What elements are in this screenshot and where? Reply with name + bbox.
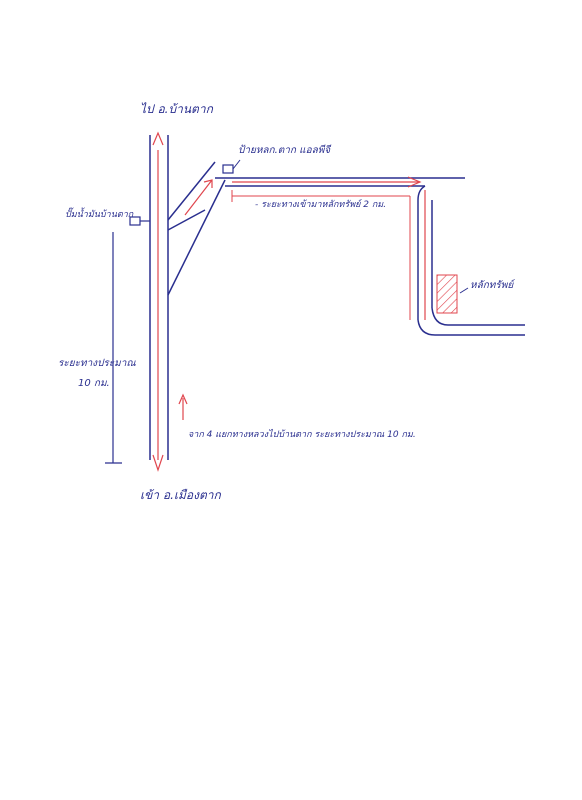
note-arrow-head — [178, 393, 188, 405]
arrow-down-head — [152, 454, 164, 472]
bottom-destination-label: เข้า อ.เมืองตาก — [140, 488, 221, 502]
branch-arrow — [184, 179, 213, 216]
sign-pointer — [232, 159, 241, 170]
branch-road-edge-1 — [167, 161, 216, 221]
side-road-corner-top — [417, 185, 426, 201]
lane-corner-2 — [431, 307, 449, 326]
distance-left-line1: ระยะทางประมาณ — [58, 358, 136, 369]
lane-corner-1 — [417, 319, 436, 336]
sign-label: ป้ายหลก.ตาก แอลพีจี — [238, 145, 331, 156]
arrow-up-head — [152, 131, 164, 146]
branch-road-edge-2 — [167, 179, 226, 296]
sign-box — [222, 164, 234, 174]
water-station-label: ปั๊มน้ำมันบ้านตาก — [65, 210, 134, 220]
branch-road-edge-3 — [167, 209, 206, 231]
road-distance-label: - ระยะทางเข้ามาหลักทรัพย์ 2 กม. — [255, 200, 387, 210]
property-box — [436, 274, 458, 314]
route-arrow-side-head — [407, 176, 422, 188]
property-label: หลักทรัพย์ — [470, 280, 514, 291]
distance-left-line2: 10 กม. — [78, 378, 110, 389]
property-pointer — [459, 287, 469, 294]
branch-note-label: จาก 4 แยกทางหลวงไปบ้านตาก ระยะทางประมาณ … — [188, 430, 416, 440]
top-destination-label: ไป อ.บ้านตาก — [140, 102, 213, 116]
branch-arrow-head — [203, 179, 213, 188]
